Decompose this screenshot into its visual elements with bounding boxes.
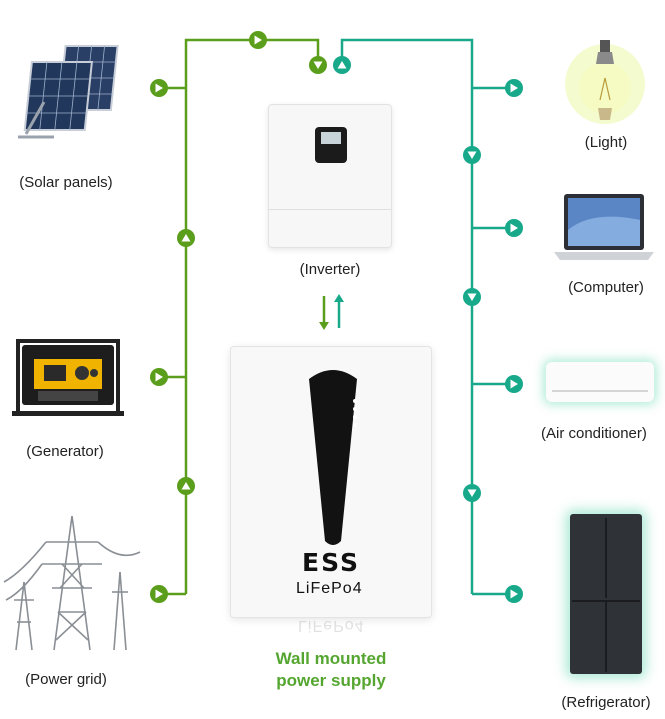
caption-line-1: Wall mounted [275,649,387,668]
wall-mounted-caption: Wall mounted power supply [240,648,422,692]
inverter-display [315,127,347,163]
inverter-seam [269,209,391,210]
inverter-icon [268,104,392,248]
ess-model: LiFePo4 [296,580,363,597]
arrow-right-badge [150,585,168,603]
arrow-right-badge [249,31,267,49]
computer-label: (Computer) [568,279,644,296]
fridge-drawer-divider [605,602,607,672]
solar-panels-label: (Solar panels) [19,174,113,191]
arrow-right-badge [505,79,523,97]
arrow-right-badge [150,79,168,97]
solar-panel-icon [18,45,119,139]
laptop-icon [554,194,654,260]
refrigerator-label: (Refrigerator) [561,694,651,711]
arrow-down-badge [463,288,481,306]
arrow-up-badge [333,56,351,74]
arrow-down-badge [463,146,481,164]
charge-discharge-arrows [319,294,344,330]
arrow-up-badge [177,229,195,247]
power-grid-label: (Power grid) [25,671,107,688]
arrow-right-badge [505,585,523,603]
inverter-label: (Inverter) [299,261,361,278]
ess-brand: ESS [302,548,360,577]
power-pylon-icon [3,515,141,651]
arrow-right-badge [505,219,523,237]
generator-icon [12,339,124,416]
ac-vent [552,390,648,392]
fridge-drawer-split [572,600,640,602]
ess-model-reflection: LiFePo4 [298,617,365,634]
arrow-right-badge [505,375,523,393]
arrow-up-badge [177,477,195,495]
air-conditioner-label: (Air conditioner) [541,425,647,442]
arrow-down-badge [463,484,481,502]
air-conditioner-icon [546,362,654,402]
arrow-down-badge [309,56,327,74]
generator-label: (Generator) [26,443,104,460]
arrow-right-badge [150,368,168,386]
lcd-screen [321,132,341,144]
refrigerator-icon [570,514,642,674]
light-bulb-icon [565,40,645,124]
fridge-door-split [605,518,607,598]
ess-battery [230,346,432,618]
light-label: (Light) [584,134,628,151]
battery-black-panel [309,370,357,545]
caption-line-2: power supply [276,671,386,690]
